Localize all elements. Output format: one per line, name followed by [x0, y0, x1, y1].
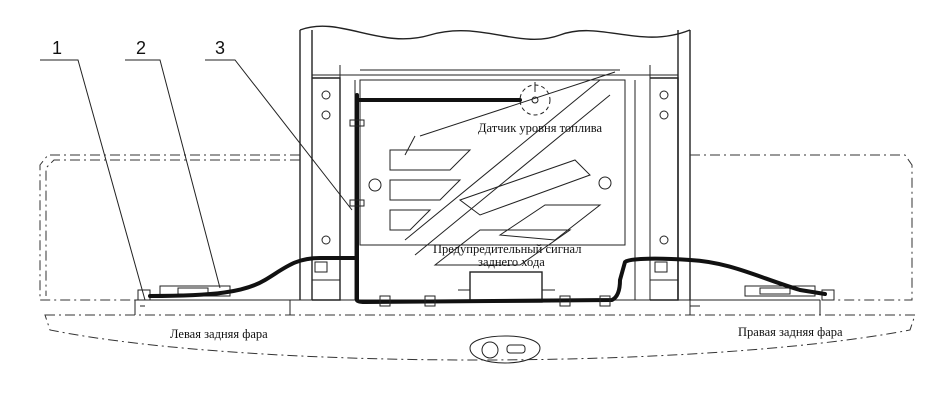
right-bracket — [649, 77, 679, 301]
label-right-lamp: Правая задняя фара — [738, 325, 843, 339]
tow-hitch — [469, 335, 541, 364]
frame-rails — [299, 25, 691, 300]
label-reverse-signal-line2: заднего хода — [478, 255, 545, 269]
break-line — [299, 25, 691, 41]
callout-leaders — [40, 59, 616, 301]
fuel-level-sensor — [519, 82, 551, 116]
right-lamp-cable — [688, 258, 827, 296]
cross-member-plate — [359, 79, 626, 266]
reverse-signal-box — [458, 271, 555, 303]
center-cable — [355, 256, 692, 304]
callout-1: 1 — [52, 38, 62, 58]
mudguards — [39, 154, 913, 301]
left-lamp-cable — [148, 256, 359, 298]
label-left-lamp: Левая задняя фара — [170, 327, 268, 341]
label-reverse-signal-line1: Предупредительный сигнал — [433, 242, 581, 256]
callout-2: 2 — [136, 38, 146, 58]
wiring-harness — [148, 93, 827, 307]
callout-3: 3 — [215, 38, 225, 58]
label-fuel-sensor: Датчик уровня топлива — [478, 121, 603, 135]
